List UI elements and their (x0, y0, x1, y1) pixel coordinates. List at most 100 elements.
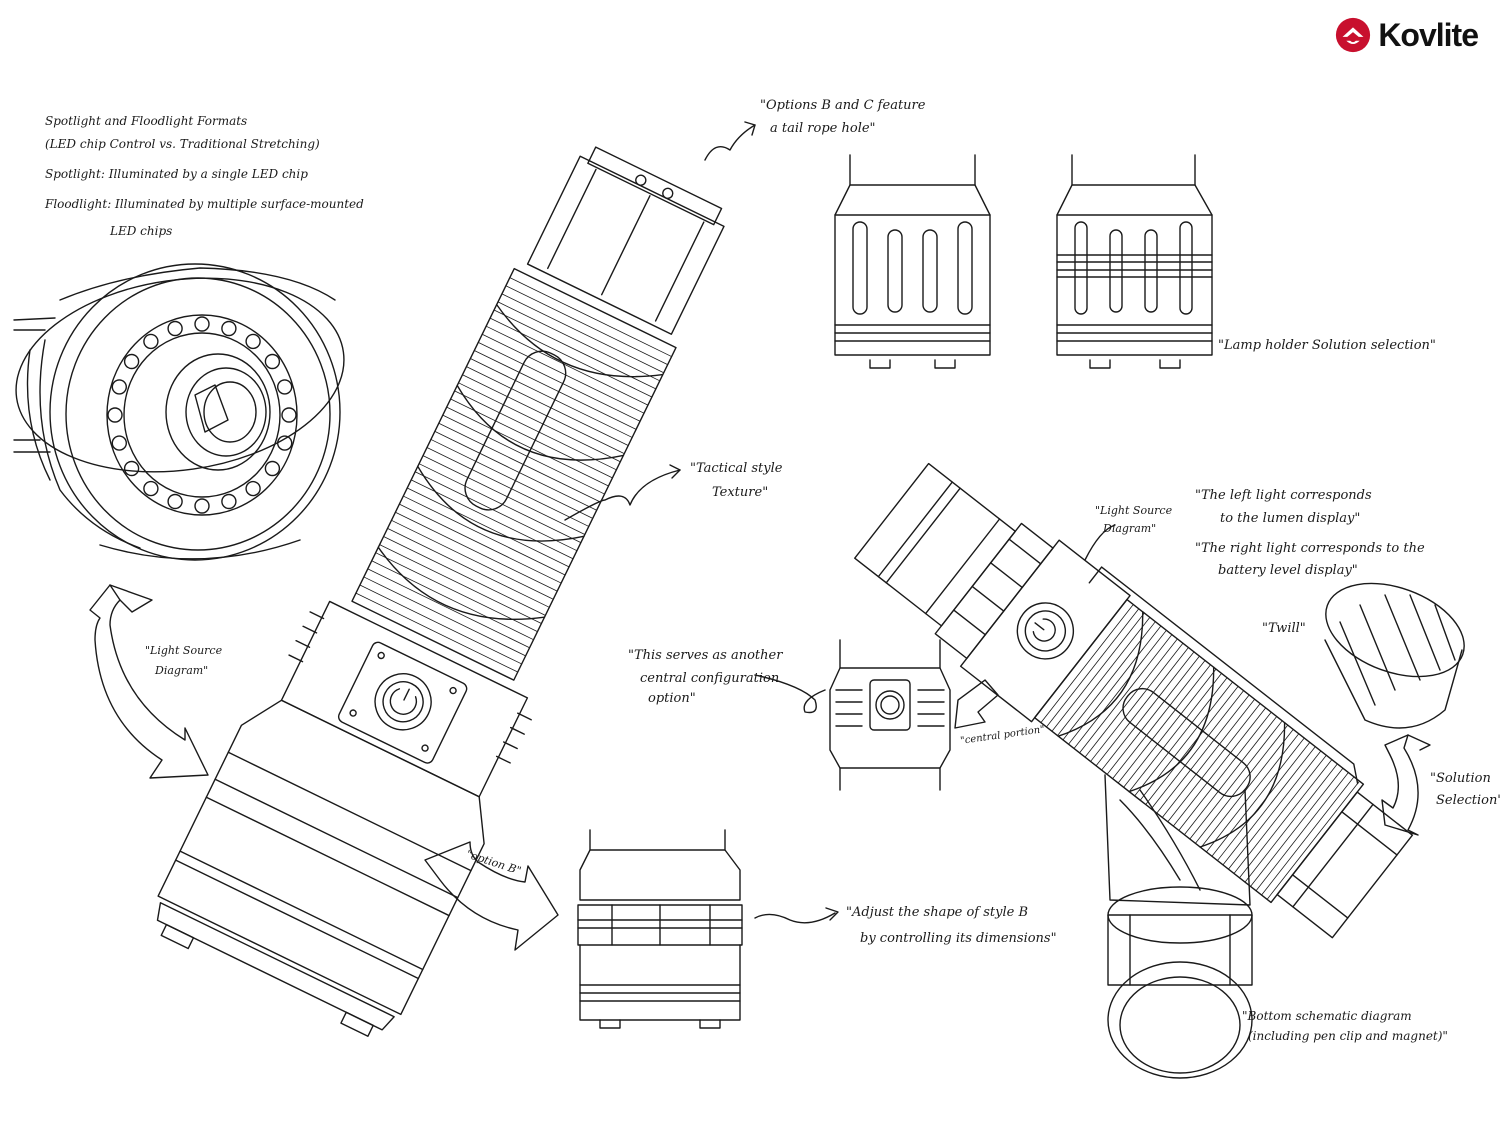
note-solution-1: "Solution (1430, 771, 1491, 786)
grip-rib (482, 334, 644, 413)
grip-rib (372, 561, 534, 640)
grip-rib (435, 431, 597, 510)
led-chip (144, 482, 158, 496)
note-central-1: "This serves as another (628, 648, 783, 663)
led-chip (265, 462, 279, 476)
grip-rib (423, 456, 585, 535)
note-light-source-right-2: Diagram" (1103, 522, 1157, 535)
crossed-flashlight-head (1105, 775, 1252, 1078)
grip-rib (510, 278, 672, 357)
grip-rib (376, 553, 538, 632)
grip-rib (443, 415, 605, 494)
grip-rib (494, 310, 656, 389)
led-chip (265, 355, 279, 369)
grip-rib (455, 391, 617, 470)
grip-rib (391, 520, 553, 599)
led-chip (125, 355, 139, 369)
grip-rib (451, 399, 613, 478)
note-central-2: central configuration (640, 671, 780, 686)
grip-rib (427, 448, 589, 527)
grip-rib (1173, 708, 1265, 826)
grip-rib (1151, 691, 1243, 809)
led-chip (108, 408, 122, 422)
led-chip (222, 495, 236, 509)
grip-rib (1052, 613, 1144, 731)
grip-rib (1190, 721, 1282, 839)
grip-rib (360, 585, 522, 664)
grip-rib (431, 439, 593, 518)
central-configuration-option (830, 640, 950, 790)
grip-rib (459, 383, 621, 462)
grip-rib (1184, 717, 1276, 835)
grip-rib (380, 545, 542, 624)
grip-rib (395, 512, 557, 591)
led-chip (144, 334, 158, 348)
note-central-3: option" (648, 691, 696, 706)
grip-rib (1195, 725, 1287, 843)
note-floodlight-def: Floodlight: Illuminated by multiple surf… (45, 197, 364, 211)
grip-rib (388, 528, 550, 607)
grip-rib (1074, 630, 1166, 748)
grip-rib (1256, 773, 1348, 891)
grip-rib (462, 375, 624, 454)
note-left-light-1: "The left light corresponds (1195, 488, 1372, 503)
led-chip (246, 482, 260, 496)
grip-rib (478, 342, 640, 421)
grip-rib (1234, 755, 1326, 873)
grip-rib (356, 593, 518, 672)
grip-rib (1157, 695, 1249, 813)
note-options-bc-2: a tail rope hole" (770, 121, 876, 136)
led-chip (112, 380, 126, 394)
tail-cap-option-b (835, 155, 990, 368)
grip-rib (1063, 622, 1155, 740)
grip-rib (1102, 652, 1194, 770)
kovlite-emblem-icon (1336, 17, 1371, 53)
grip-rib (407, 488, 569, 567)
twill-tail-cap (1313, 566, 1477, 728)
grip-rib (1262, 777, 1354, 895)
grip-rib (1206, 734, 1298, 852)
note-tactical-2: Texture" (712, 485, 769, 500)
note-spotlight-def: Spotlight: Illuminated by a single LED c… (45, 167, 308, 181)
note-left-light-2: to the lumen display" (1220, 511, 1361, 526)
note-adjust-2: by controlling its dimensions" (860, 931, 1057, 946)
grip-rib (439, 423, 601, 502)
grip-rib (1267, 781, 1359, 899)
note-floodlight-def-2: LED chips (110, 224, 173, 238)
grip-rib (364, 577, 526, 656)
led-chip (125, 462, 139, 476)
grip-rib (447, 407, 609, 486)
grip-rib (474, 350, 636, 429)
grip-rib (1146, 686, 1238, 804)
grip-rib (1041, 604, 1133, 722)
grip-rib (1046, 609, 1138, 727)
leader-lines (565, 122, 1115, 923)
note-spotlight-sub: (LED chip Control vs. Traditional Stretc… (45, 137, 320, 151)
grip-rib (1162, 699, 1254, 817)
led-chip (222, 322, 236, 336)
kovlite-logo: Kovlite (1334, 16, 1479, 54)
led-chip (246, 334, 260, 348)
brand-name: Kovlite (1378, 16, 1479, 53)
grip-rib (1057, 617, 1149, 735)
grip-rib (1080, 635, 1172, 753)
grip-rib (1240, 760, 1332, 878)
grip-rib (1118, 665, 1210, 783)
grip-rib (506, 286, 668, 365)
led-chip (195, 317, 209, 331)
grip-rib (470, 359, 632, 438)
note-spotlight-title: Spotlight and Floodlight Formats (45, 114, 248, 128)
grip-rib (1091, 643, 1183, 761)
note-solution-2: Selection" (1436, 793, 1500, 808)
note-options-bc-1: "Options B and C feature (760, 98, 926, 113)
rotation-arrow-left (90, 585, 208, 778)
note-lamp-holder: "Lamp holder Solution selection" (1218, 338, 1436, 353)
note-light-source-left-2: Diagram" (155, 664, 209, 677)
grip-rib (1168, 704, 1260, 822)
grip-rib (1107, 656, 1199, 774)
option-b-head (578, 830, 742, 1028)
grip-rib (1223, 747, 1315, 865)
grip-rib (490, 318, 652, 397)
